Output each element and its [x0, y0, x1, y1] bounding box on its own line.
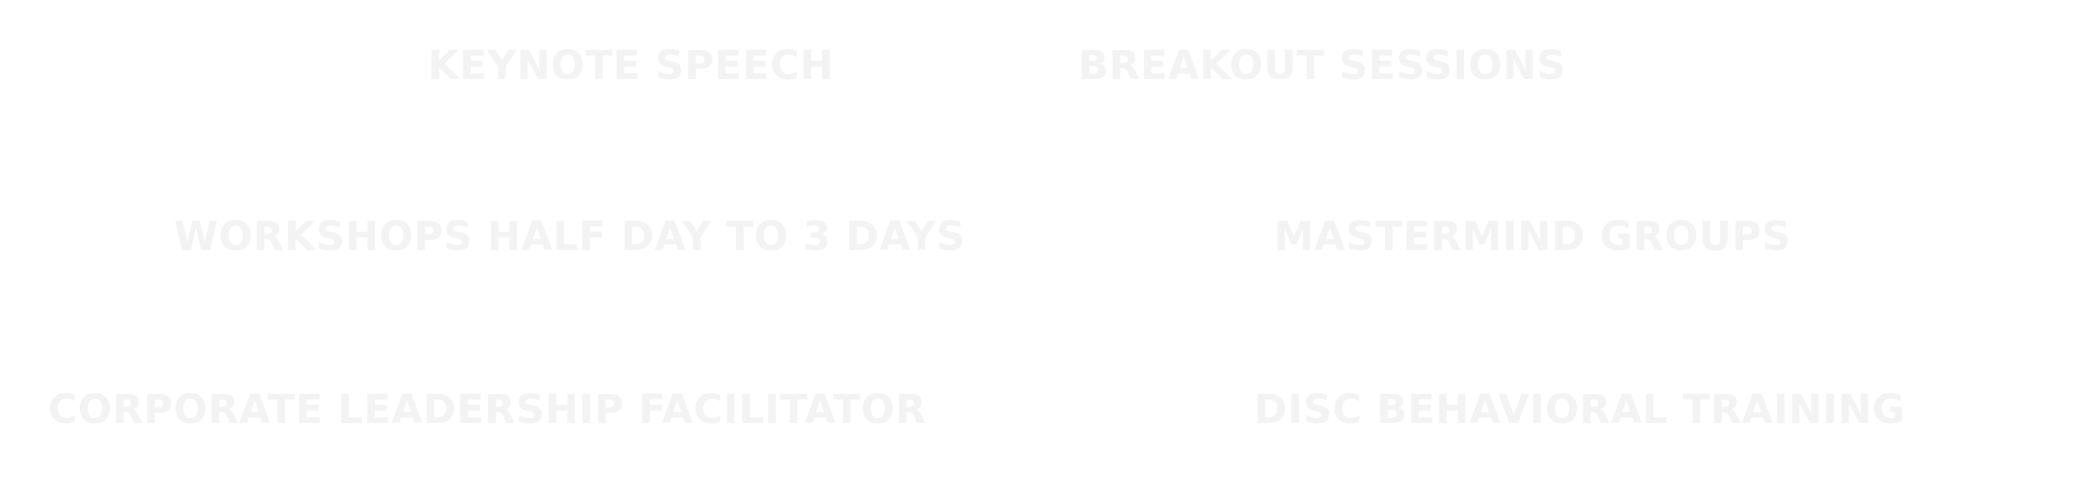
service-workshops: WORKSHOPS HALF DAY TO 3 DAYS [174, 214, 966, 260]
service-corporate-leadership-facilitator: CORPORATE LEADERSHIP FACILITATOR [48, 387, 927, 433]
service-breakout-sessions: BREAKOUT SESSIONS [1078, 43, 1567, 89]
service-keynote-speech: KEYNOTE SPEECH [428, 43, 834, 89]
service-mastermind-groups: MASTERMIND GROUPS [1274, 214, 1792, 260]
service-disc-behavioral-training: DISC BEHAVIORAL TRAINING [1254, 387, 1906, 433]
